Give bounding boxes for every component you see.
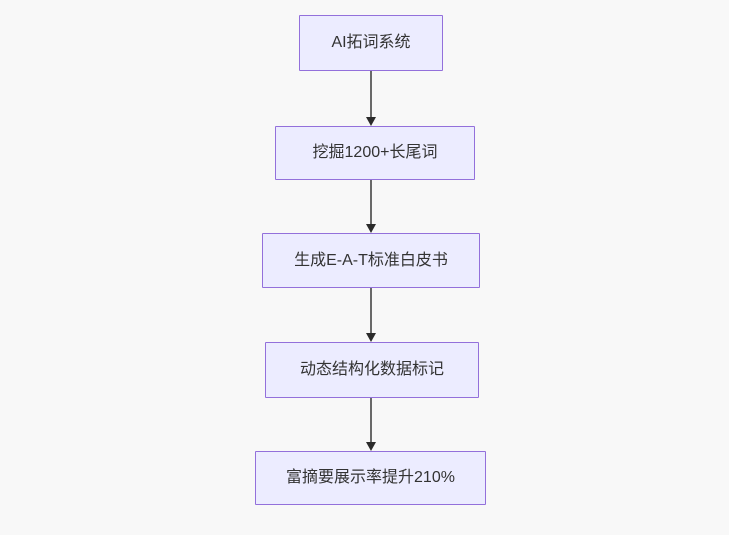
- edge-line: [369, 288, 372, 335]
- arrowhead-down-icon: [365, 333, 376, 342]
- arrowhead-down-icon: [365, 224, 376, 233]
- node-label: 生成E-A-T标准白皮书: [294, 251, 448, 269]
- arrow-connector-3: [365, 288, 376, 342]
- node-label: 富摘要展示率提升210%: [286, 469, 455, 487]
- node-label: AI拓词系统: [331, 34, 411, 52]
- edge-line: [369, 71, 372, 119]
- flowchart-node-longtail-mining: 挖掘1200+长尾词: [275, 126, 475, 180]
- flowchart-node-eat-whitepaper: 生成E-A-T标准白皮书: [262, 233, 480, 288]
- arrow-connector-1: [365, 71, 376, 126]
- flowchart-node-ai-word-expansion: AI拓词系统: [299, 15, 443, 71]
- node-label: 挖掘1200+长尾词: [312, 144, 438, 162]
- arrow-connector-4: [365, 398, 376, 451]
- flowchart-node-structured-data: 动态结构化数据标记: [265, 342, 479, 398]
- edge-line: [369, 180, 372, 226]
- edge-line: [369, 398, 372, 444]
- arrowhead-down-icon: [365, 442, 376, 451]
- node-label: 动态结构化数据标记: [299, 361, 444, 379]
- arrowhead-down-icon: [365, 117, 376, 126]
- flowchart-node-rich-snippet-result: 富摘要展示率提升210%: [255, 451, 486, 505]
- arrow-connector-2: [365, 180, 376, 233]
